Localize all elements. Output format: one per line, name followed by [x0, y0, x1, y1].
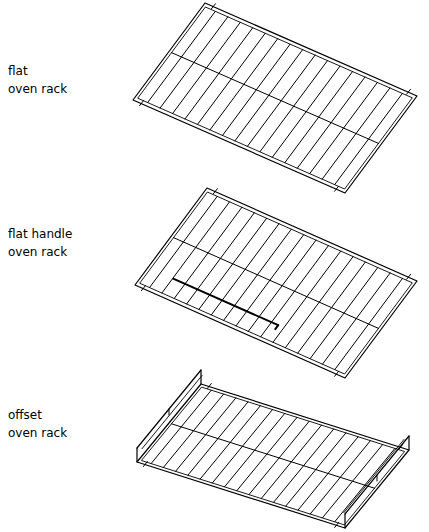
rack-name: flat oven rack — [8, 62, 67, 98]
offset-post — [377, 475, 378, 481]
rack-notch — [140, 101, 144, 106]
offset-rim-inner — [344, 439, 404, 512]
offset-post — [169, 409, 170, 415]
offset-post — [344, 514, 345, 528]
offset-rim — [137, 370, 201, 448]
rack-frame — [135, 188, 417, 378]
rack-frame — [133, 3, 417, 193]
offset-post — [200, 370, 201, 384]
rack-frame-inner — [138, 7, 413, 189]
rack-notch — [335, 522, 339, 527]
rack-frame-inner — [140, 192, 413, 374]
handle-bar — [173, 279, 278, 326]
offset-rim — [345, 436, 409, 514]
rack-notch — [143, 462, 147, 467]
support-wire — [174, 238, 379, 329]
rack-notch — [213, 189, 217, 194]
rack-notch — [335, 186, 339, 191]
offset-post — [408, 436, 409, 450]
rack-notch — [407, 89, 411, 94]
rack-notch — [335, 371, 339, 376]
rack-notch — [407, 274, 411, 279]
support-wire — [172, 424, 375, 488]
handle-bar — [275, 325, 278, 329]
offset-post — [136, 448, 137, 462]
rack-name: flat handle oven rack — [8, 225, 72, 261]
rack-notch — [141, 286, 145, 291]
rack-name: offset oven rack — [8, 406, 67, 442]
rack-notch — [212, 4, 216, 9]
offset-rim-inner — [142, 375, 202, 448]
rack-frame-inner — [141, 387, 404, 525]
support-wire — [172, 53, 379, 144]
rack-notch — [207, 384, 211, 389]
